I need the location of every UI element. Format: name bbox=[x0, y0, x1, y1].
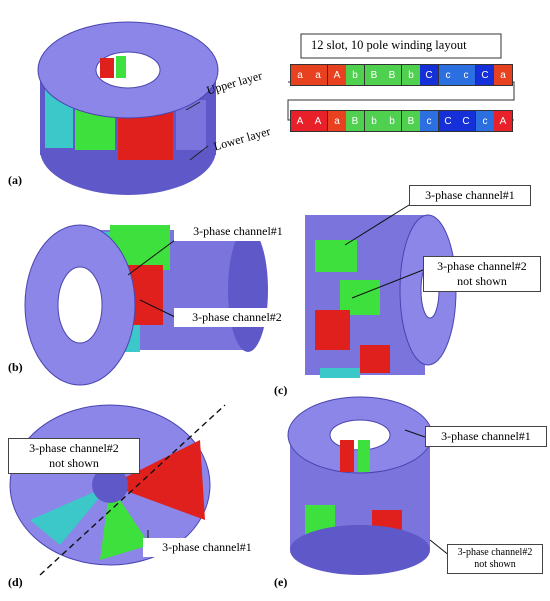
lower-coil-right-label: C bbox=[457, 111, 475, 131]
upper-coil-left-label: C bbox=[476, 65, 494, 85]
upper-coil-left-label: a bbox=[291, 65, 309, 85]
layer-arrows bbox=[185, 101, 209, 161]
upper-coil-right-label: b bbox=[346, 65, 364, 85]
panel-label-d: (d) bbox=[8, 575, 23, 589]
upper-coil-left-label: c bbox=[439, 65, 457, 85]
panel-label-b: (b) bbox=[8, 360, 23, 374]
lower-coil-left-label: a bbox=[328, 111, 346, 131]
motor-model-e bbox=[287, 396, 433, 575]
callout-c-channel1: 3-phase channel#1 bbox=[409, 185, 531, 206]
lower-coil-right-label: B bbox=[346, 111, 364, 131]
lower-coil-right-label: A bbox=[494, 111, 512, 131]
callout-e-channel1: 3-phase channel#1 bbox=[425, 426, 547, 447]
upper-coil-right-label: B bbox=[383, 65, 401, 85]
winding-layout-title: 12 slot, 10 pole winding layout bbox=[311, 38, 467, 52]
callout-e-channel2-line1: 3-phase channel#2 bbox=[457, 547, 533, 558]
upper-coil-right-label: a bbox=[309, 65, 327, 85]
lower-coil-left-label: c bbox=[476, 111, 494, 131]
motor-model-a bbox=[37, 21, 219, 195]
lower-coil-left-label: B bbox=[402, 111, 420, 131]
upper-coil-left-label: A bbox=[328, 65, 346, 85]
lower-coil-right-label: A bbox=[309, 111, 327, 131]
lower-coil-left-label: A bbox=[291, 111, 309, 131]
lower-coil-right-label: b bbox=[383, 111, 401, 131]
callout-e-channel2-line2: not shown bbox=[474, 559, 516, 570]
callout-c-channel2-line2: not shown bbox=[457, 274, 507, 288]
callout-c-channel2: 3-phase channel#2 not shown bbox=[423, 256, 541, 292]
upper-coil-right-label: a bbox=[494, 65, 512, 85]
motor-model-b bbox=[24, 224, 268, 386]
upper-coil-left-label: B bbox=[365, 65, 383, 85]
upper-coil-left-label: b bbox=[402, 65, 420, 85]
callout-d-channel2-line2: not shown bbox=[49, 456, 99, 470]
upper-coil-right-label: c bbox=[457, 65, 475, 85]
lower-coil-left-label: C bbox=[439, 111, 457, 131]
panel-label-e: (e) bbox=[274, 575, 288, 589]
lower-coil-right-label: c bbox=[420, 111, 438, 131]
callout-e-channel2: 3-phase channel#2 not shown bbox=[447, 544, 543, 574]
callout-b-channel2: 3-phase channel#2 bbox=[174, 308, 300, 327]
callout-d-channel2-line1: 3-phase channel#2 bbox=[29, 441, 119, 455]
panel-label-c: (c) bbox=[274, 383, 288, 397]
callout-c-channel2-line1: 3-phase channel#2 bbox=[437, 259, 527, 273]
callout-b-channel1: 3-phase channel#1 bbox=[174, 222, 302, 241]
upper-coil-right-label: C bbox=[420, 65, 438, 85]
callout-d-channel1: 3-phase channel#1 bbox=[143, 538, 271, 557]
panel-label-a: (a) bbox=[8, 173, 22, 187]
lower-coil-left-label: b bbox=[365, 111, 383, 131]
motor-model-c bbox=[305, 214, 457, 378]
callout-d-channel2: 3-phase channel#2 not shown bbox=[8, 438, 140, 474]
